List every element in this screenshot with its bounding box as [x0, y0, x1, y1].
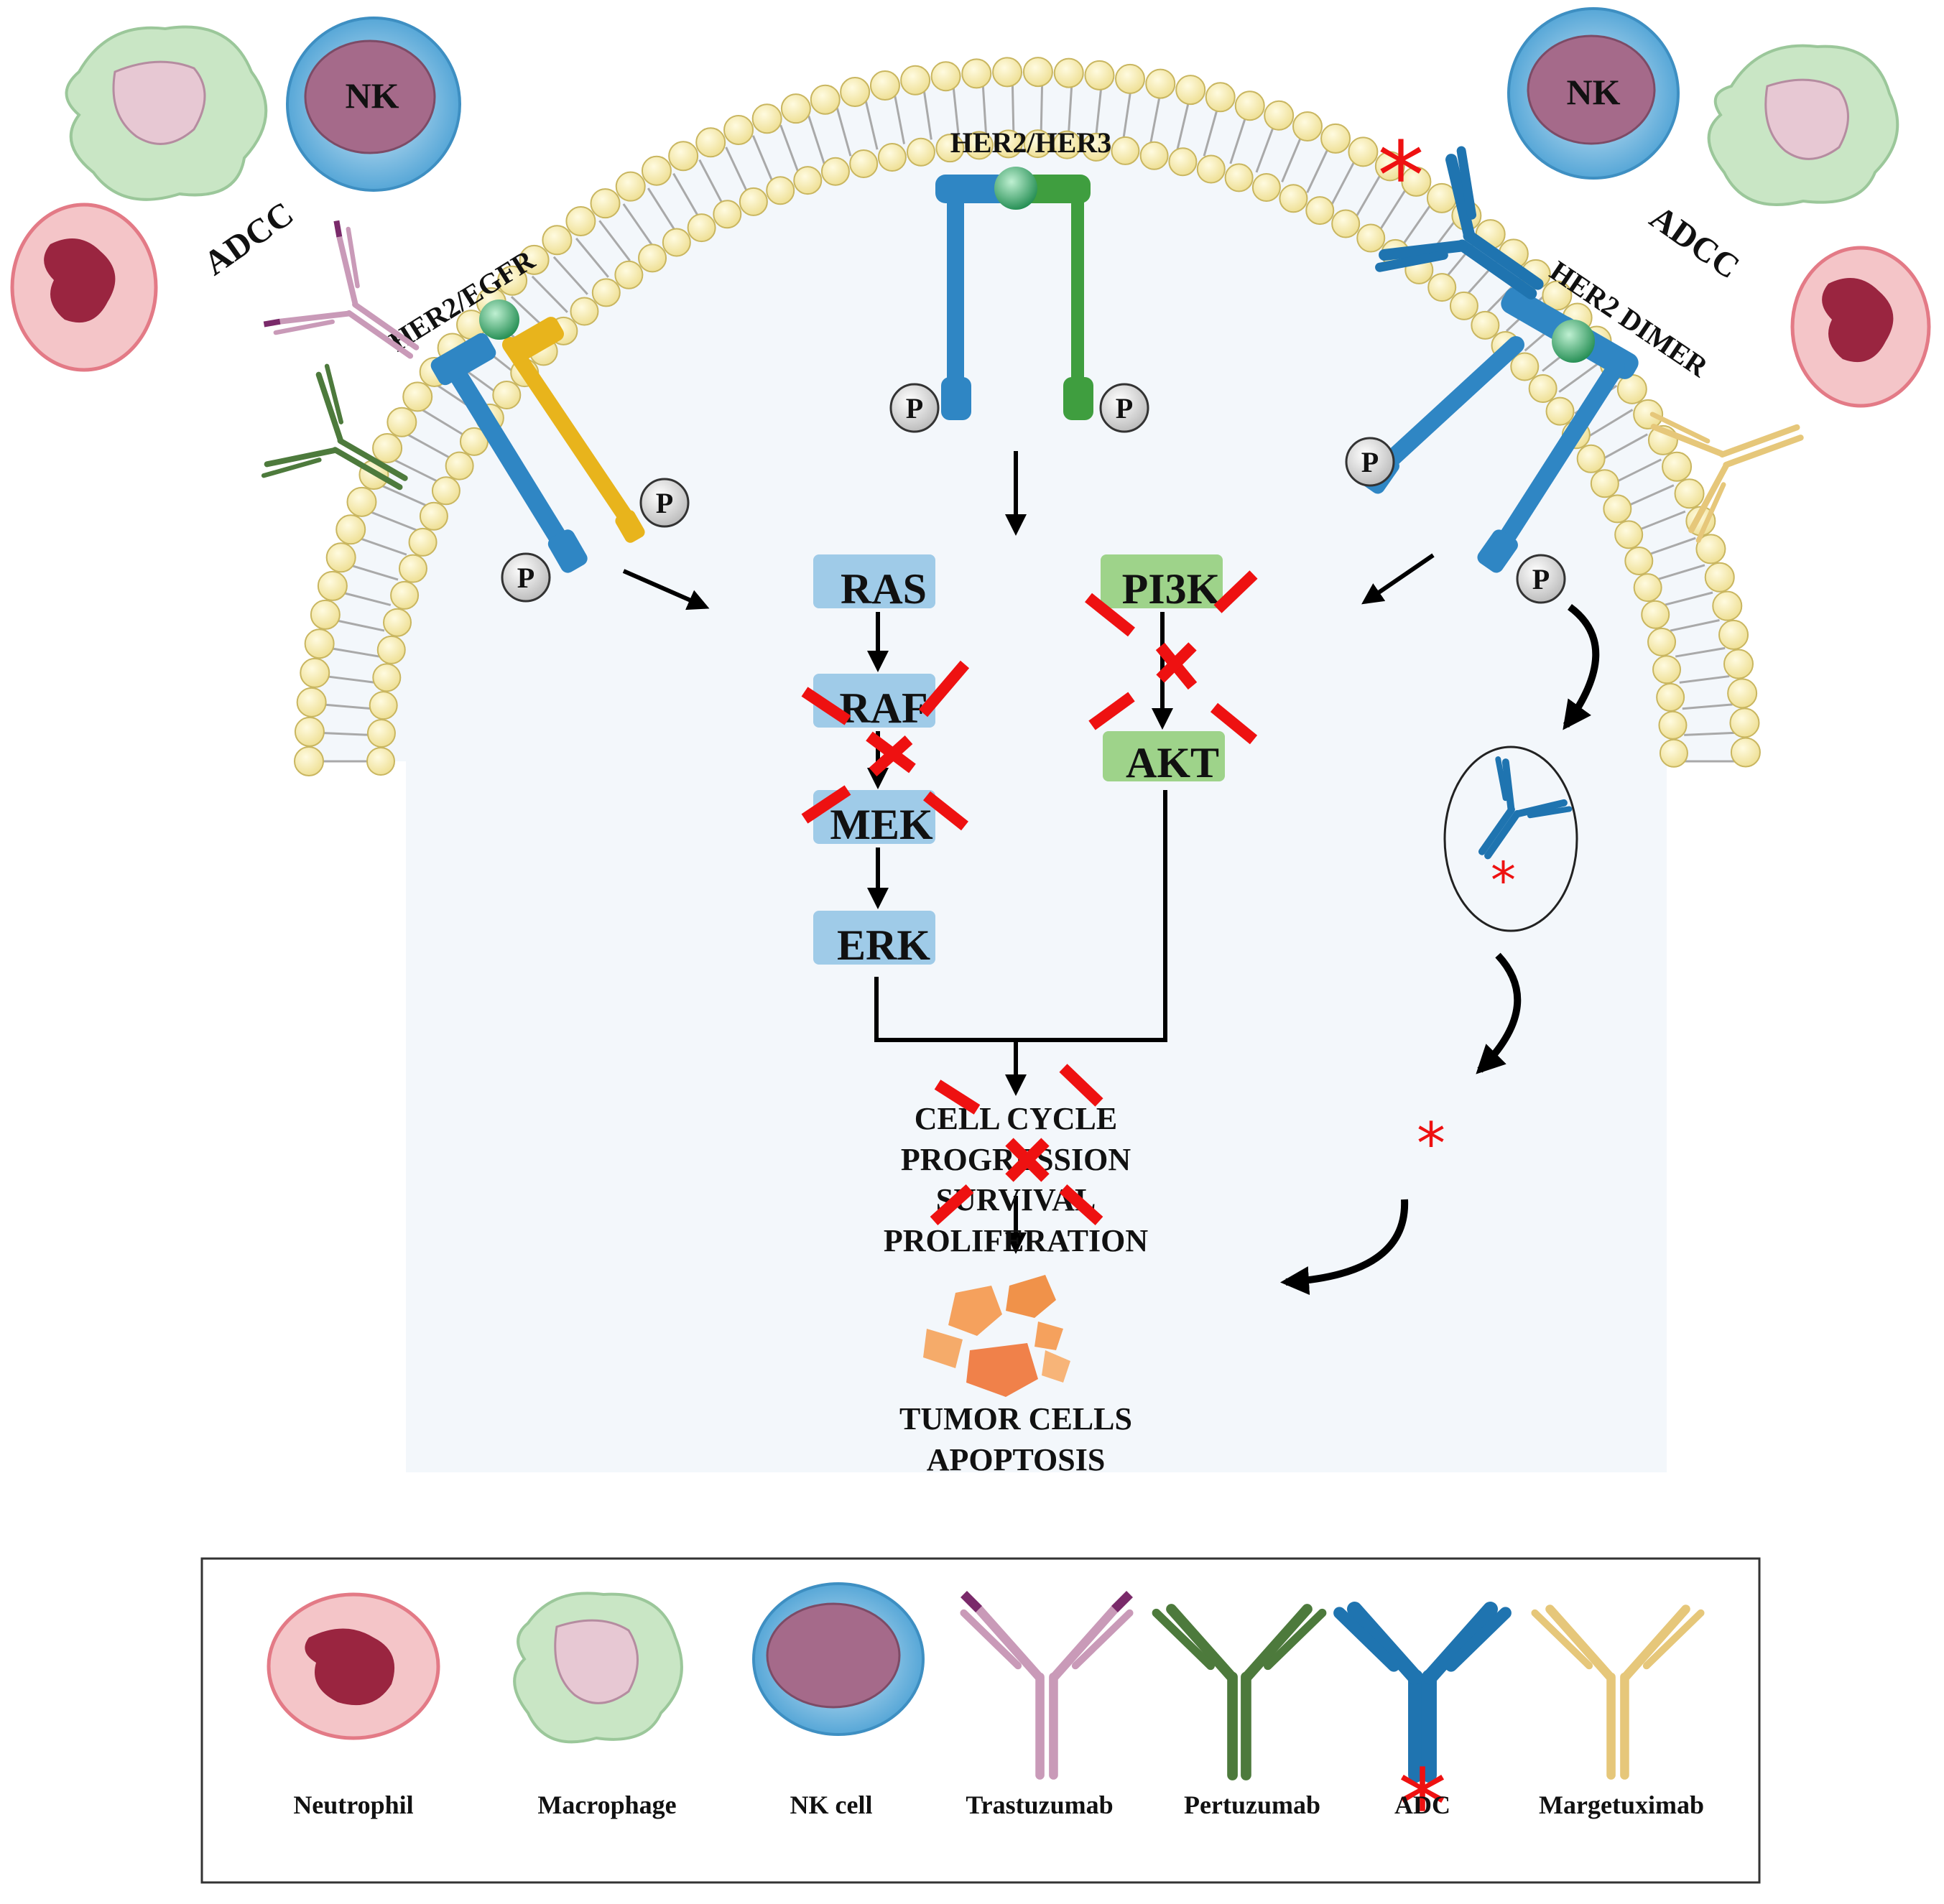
svg-text:RAS: RAS	[841, 565, 927, 613]
svg-text:NK: NK	[1567, 72, 1621, 112]
margetuximab-antibody	[1649, 412, 1804, 543]
tumor-fragments	[923, 1275, 1070, 1397]
dimer-phospho-2: P	[1516, 554, 1566, 604]
svg-text:P: P	[1116, 392, 1133, 424]
apoptosis-line1: TUMOR CELLS	[899, 1401, 1132, 1436]
svg-text:P: P	[1361, 446, 1379, 478]
svg-text:PI3K: PI3K	[1122, 565, 1221, 613]
svg-text:P: P	[906, 392, 923, 424]
svg-text:ERK: ERK	[837, 921, 930, 969]
legend-trastuzumab-icon	[960, 1591, 1134, 1780]
legend-label-nk-cell: NK cell	[790, 1791, 873, 1819]
pi3k-box: PI3K	[1101, 554, 1223, 613]
macrophage-cell-right	[1707, 44, 1899, 206]
adc-antibody: *	[1375, 121, 1544, 299]
legend-label-neutrophil: Neutrophil	[293, 1791, 413, 1819]
svg-text:P: P	[1532, 563, 1550, 595]
trastuzumab-antibody	[263, 220, 420, 359]
payload-asterisk-released: *	[1417, 1110, 1445, 1177]
legend-pertuzumab-icon	[1152, 1604, 1327, 1780]
ligand-ball	[994, 167, 1037, 210]
inhibition-marks	[801, 570, 1258, 1225]
svg-text:AKT: AKT	[1126, 739, 1219, 786]
legend-label-trastuzumab: Trastuzumab	[966, 1791, 1113, 1819]
egfr-phospho-1: P	[639, 478, 690, 528]
adc-antibody-internalized	[1478, 756, 1573, 860]
svg-text:RAF: RAF	[839, 684, 927, 732]
her2-her3-receptor	[935, 167, 1093, 420]
neutrophil-cell-left	[10, 203, 158, 372]
payload-asterisk: *	[1491, 851, 1516, 910]
her2-egfr-receptor	[430, 299, 645, 573]
svg-text:*: *	[1378, 121, 1425, 231]
dimer-phospho-1: P	[1345, 437, 1395, 487]
svg-text:P: P	[656, 487, 673, 519]
svg-text:MEK: MEK	[830, 801, 933, 848]
legend-nk-icon	[752, 1582, 925, 1736]
ligand-ball	[1552, 320, 1595, 363]
outcome-cell-cycle: CELL CYCLE	[915, 1101, 1117, 1136]
cell-cytoplasm	[309, 72, 1746, 1472]
her3-phospho-2: P	[1099, 383, 1149, 433]
neutrophil-cell-right	[1790, 246, 1931, 408]
adcc-label-right: ADCC	[1643, 198, 1746, 287]
mek-box: MEK	[813, 790, 935, 848]
outcome-proliferation: PROLIFERATION	[884, 1223, 1149, 1258]
legend-label-macrophage: Macrophage	[537, 1791, 676, 1819]
pathway-arrows	[622, 451, 1600, 1296]
apoptosis-line2: APOPTOSIS	[927, 1442, 1106, 1477]
nk-cell-left: NK	[286, 17, 461, 192]
raf-box: RAF	[813, 674, 935, 732]
akt-box: AKT	[1103, 731, 1225, 786]
legend-macrophage-icon	[513, 1592, 683, 1744]
legend: * Neutrophil Macrophage NK cell Trastuzu…	[200, 1557, 1761, 1884]
svg-text:P: P	[517, 562, 534, 594]
legend-label-margetuximab: Margetuximab	[1539, 1791, 1704, 1819]
legend-label-pertuzumab: Pertuzumab	[1184, 1791, 1320, 1819]
macrophage-cell-left	[65, 25, 268, 201]
legend-margetuximab-icon	[1531, 1605, 1705, 1780]
erk-box: ERK	[813, 911, 935, 969]
pertuzumab-antibody	[261, 363, 408, 491]
legend-label-adc: ADC	[1394, 1791, 1450, 1819]
legend-adc-icon: *	[1333, 1602, 1512, 1863]
ligand-ball	[479, 299, 519, 340]
legend-neutrophil-icon	[267, 1592, 440, 1740]
label-her2-her3: HER2/HER3	[950, 126, 1111, 159]
endosome: *	[1443, 746, 1578, 932]
egfr-phospho-2: P	[501, 552, 551, 603]
svg-text:*: *	[1398, 1749, 1447, 1863]
ras-box: RAS	[813, 554, 935, 613]
her3-phospho-1: P	[889, 383, 940, 433]
svg-text:NK: NK	[346, 75, 399, 116]
nk-cell-right: NK	[1507, 7, 1680, 180]
adcc-label-left: ADCC	[197, 195, 300, 283]
